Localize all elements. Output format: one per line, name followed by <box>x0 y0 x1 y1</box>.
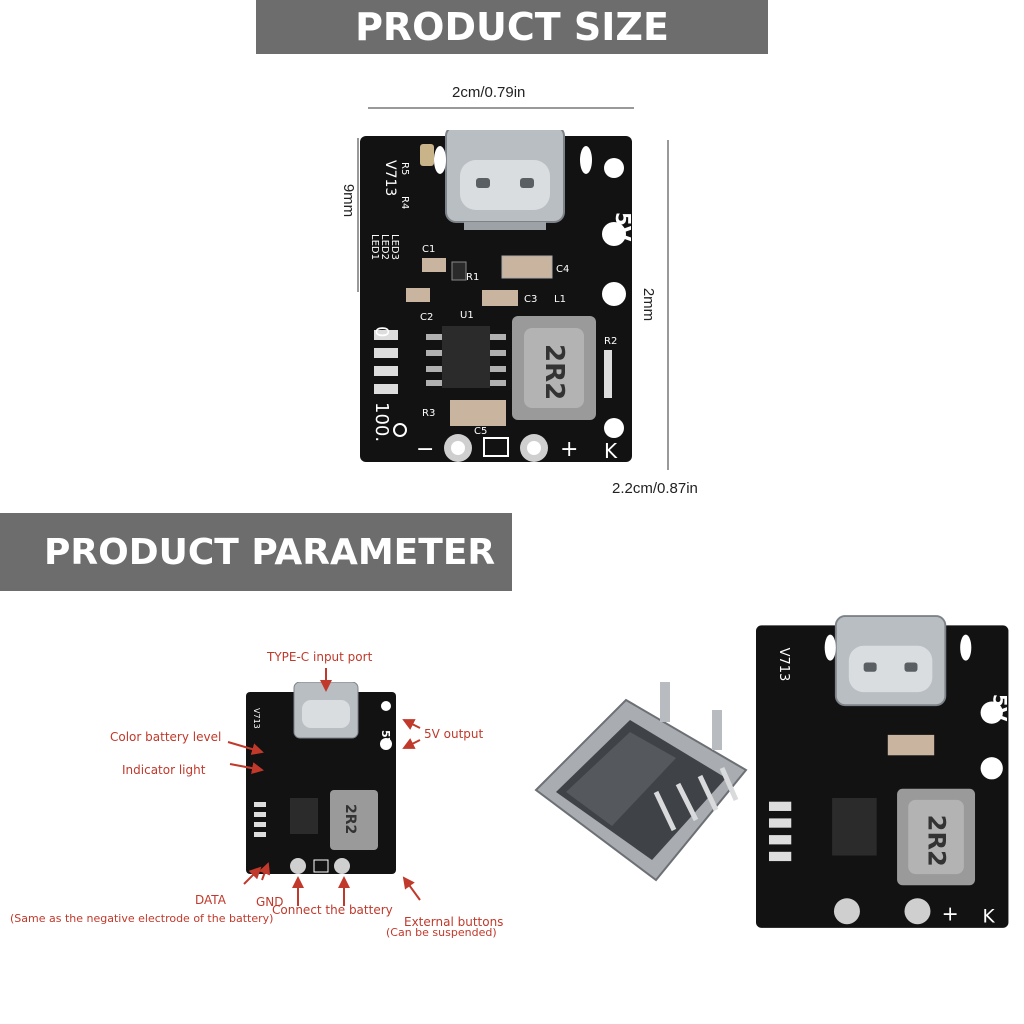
callout-data-note: (Same as the negative electrode of the b… <box>10 912 274 925</box>
c1-label: C1 <box>422 244 435 255</box>
callout-external-buttons: External buttons <box>404 915 504 929</box>
c3-label: C3 <box>524 294 537 305</box>
led3-label: LED3 <box>389 234 400 260</box>
small-inductor-label: 2R2 <box>342 804 358 834</box>
usb-a-port <box>534 682 748 882</box>
photo-voltage-label: 5V <box>989 694 1010 722</box>
led2-label: LED2 <box>379 234 390 260</box>
board-voltage-label: 5V <box>611 212 635 242</box>
pcb-board-annotated: 5V 2R2 V713 <box>246 682 396 874</box>
c2-label: C2 <box>420 312 433 323</box>
callout-color-battery: Color battery level <box>110 730 222 744</box>
u1-label: U1 <box>460 310 474 321</box>
callout-data: DATA <box>195 893 226 907</box>
small-model-label: V713 <box>252 708 261 729</box>
l1-label: L1 <box>554 294 566 305</box>
product-parameter-banner: PRODUCT PARAMETER <box>0 513 512 591</box>
photo-inductor-label: 2R2 <box>923 815 951 867</box>
r3-label: R3 <box>422 408 435 419</box>
callout-external-note: (Can be suspended) <box>386 926 497 939</box>
width-dimension: 2cm/0.79in <box>452 84 526 101</box>
callout-connect-battery: Connect the battery <box>272 903 393 917</box>
inductor-label: 2R2 <box>539 344 569 400</box>
product-size-banner: PRODUCT SIZE <box>256 0 768 54</box>
level-bottom-label: 100. <box>371 402 392 442</box>
callout-indicator: Indicator light <box>122 763 206 777</box>
pcb-board-photo: 5V 2R2 V713 K + <box>756 615 1010 928</box>
thickness-dimension: 2mm <box>640 287 658 322</box>
c5-label: C5 <box>474 426 487 437</box>
dimension-lines <box>357 107 669 470</box>
photo-model-label: V713 <box>776 648 791 682</box>
callout-5v-output: 5V output <box>424 727 484 741</box>
callout-gnd: GND <box>256 895 284 909</box>
depth-dimension: 9mm <box>340 183 358 218</box>
board-model-label: V713 <box>382 160 398 196</box>
photo-key-label: K <box>982 906 995 927</box>
led1-label: LED1 <box>369 234 380 260</box>
r4-label: R4 <box>399 196 410 209</box>
key-label: K <box>604 439 618 463</box>
r5-label: R5 <box>399 162 410 175</box>
r2-label: R2 <box>604 336 617 347</box>
r1-label: R1 <box>466 272 479 283</box>
callout-typec: TYPE-C input port <box>267 650 373 664</box>
plus-label: + <box>560 437 578 462</box>
minus-label: − <box>416 437 434 462</box>
pcb-board-large: V713 5V 2R2 0 100. − + K LED1 LED2 LED3 … <box>360 130 635 463</box>
small-voltage-label: 5V <box>379 730 392 747</box>
photo-plus-label: + <box>942 901 959 925</box>
level-top-label: 0 <box>371 326 392 337</box>
c4-label: C4 <box>556 264 569 275</box>
length-dimension: 2.2cm/0.87in <box>612 480 698 497</box>
callout-arrows <box>227 668 421 906</box>
